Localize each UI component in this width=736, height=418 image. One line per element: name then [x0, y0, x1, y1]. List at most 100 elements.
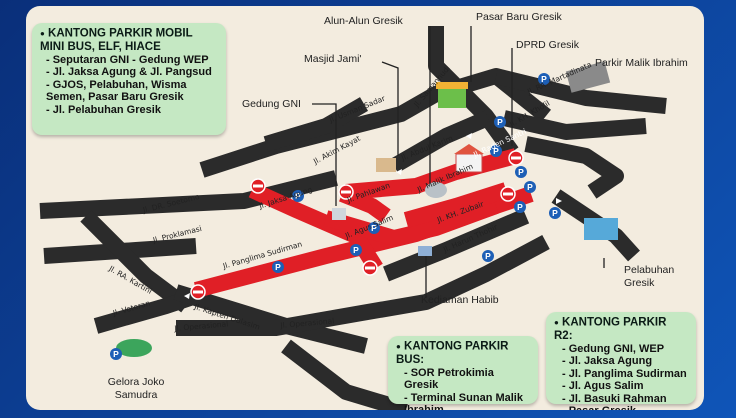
label-kediaman: Kediaman Habib [421, 294, 499, 306]
svg-text:P: P [552, 208, 558, 218]
landmark-buildings [116, 61, 618, 357]
road-kh-kholil [502, 110, 647, 140]
box-bus-title: ● KANTONG PARKIR BUS: [396, 340, 530, 367]
kediaman-building [418, 246, 432, 256]
label-pelabuhan: Pelabuhan Gresik [624, 264, 675, 289]
parking-icon: P [482, 250, 494, 262]
road-ra-kartini [80, 210, 191, 313]
road-agus-salim [323, 198, 499, 246]
label-masjid: Masjid Jami' [304, 53, 362, 65]
parking-icon: P [515, 166, 527, 178]
svg-text:P: P [541, 74, 547, 84]
box_r2-item: - Gedung GNI, WEP [562, 342, 665, 355]
arrow-icon [184, 293, 190, 299]
parking-icon: P [110, 348, 122, 360]
box_r2-item: - Jl. Agus Salim [562, 380, 644, 393]
direction-arrows [184, 133, 562, 299]
pasar-baru-building [438, 88, 466, 108]
box-r2-title-text: KANTONG PARKIR R2: [554, 316, 667, 342]
box-parkir-bus: ● KANTONG PARKIR BUS: - SOR Petrokimia G… [388, 336, 538, 410]
road-loop-right [524, 136, 624, 199]
no-entry-icon [500, 186, 516, 202]
parkir-malik-lot [565, 61, 611, 93]
box-r2-list: - Gedung GNI, WEP- Jl. Jaksa Agung- Jl. … [554, 343, 688, 410]
box-parkir-mobil: ● KANTONG PARKIR MOBIL MINI BUS, ELF, HI… [32, 23, 226, 135]
svg-text:P: P [485, 251, 491, 261]
parking-icon: P [549, 207, 561, 219]
masjid-building [376, 158, 396, 172]
svg-text:P: P [371, 223, 377, 233]
gelora-stadium [116, 339, 152, 357]
bullet-icon: ● [554, 318, 559, 327]
parking-icon: P [524, 181, 536, 193]
box_r2-item: - Pasar Gresik [562, 405, 688, 410]
no-entry-signs [190, 150, 524, 300]
box_r2-item: - Jl. Panglima Sudirman [562, 367, 687, 380]
road-usman-sadar [263, 97, 369, 152]
svg-text:P: P [353, 245, 359, 255]
road-harun-thohir [383, 208, 530, 282]
parking-icon: P [514, 201, 526, 213]
box-parkir-r2: ● KANTONG PARKIR R2: - Gedung GNI, WEP- … [546, 312, 696, 410]
road-operasional [176, 234, 550, 336]
closed-roads [193, 148, 534, 298]
box_r2-item: - Jl. Jaksa Agung [562, 355, 653, 368]
no-entry-icon [190, 284, 206, 300]
svg-text:P: P [518, 167, 524, 177]
arrow-icon [466, 133, 472, 139]
box_mobil-item: - Jl. Jaksa Agung & Jl. Pangsud [46, 66, 212, 79]
parking-icon: P [494, 116, 506, 128]
pasar-baru-roof [436, 82, 468, 89]
box-bus-list: - SOR Petrokimia Gresik- Terminal Sunan … [396, 367, 530, 410]
box_bus-item: - SOR Petrokimia Gresik [404, 366, 494, 392]
no-entry-icon [362, 260, 378, 276]
svg-text:P: P [493, 146, 499, 156]
no-entry-icon [338, 184, 354, 200]
box-mobil-list: - Seputaran GNI - Gedung WEP- Jl. Jaksa … [40, 54, 218, 117]
dprd-roof [454, 144, 484, 154]
svg-text:P: P [517, 202, 523, 212]
svg-text:P: P [275, 262, 281, 272]
road-network [39, 26, 667, 410]
label-parkir-malik: Parkir Malik Ibrahim [595, 57, 688, 69]
svg-text:P: P [497, 117, 503, 127]
box_bus-item: - Terminal Sunan Malik Ibrahim [404, 391, 523, 410]
box-r2-title: ● KANTONG PARKIR R2: [554, 316, 688, 343]
bullet-icon: ● [40, 29, 45, 38]
box-mobil-title: ● KANTONG PARKIR MOBIL MINI BUS, ELF, HI… [40, 27, 218, 54]
parking-icon: P [292, 190, 304, 202]
box-bus-title-text: KANTONG PARKIR BUS: [396, 340, 509, 366]
box_mobil-item: - Seputaran GNI - Gedung WEP [46, 53, 209, 66]
box_mobil-item: - Jl. Pelabuhan Gresik [46, 103, 161, 116]
parking-icon: P [272, 261, 284, 273]
parking-icon: P [538, 73, 550, 85]
label-dprd: DPRD Gresik [516, 39, 580, 51]
box_r2-item: - Jl. Basuki Rahman [562, 392, 667, 405]
road-south-diagonal [281, 339, 409, 410]
label-gelora: Gelora Joko Samudra [107, 376, 165, 401]
leader-gni [312, 103, 337, 206]
road-kh-zubair [403, 182, 509, 228]
parking-icon: P [368, 222, 380, 234]
pelabuhan-port [584, 218, 618, 240]
alun-alun-dome [425, 182, 447, 198]
label-alun-alun: Alun-Alun Gresik [324, 15, 403, 27]
no-entry-icon [508, 150, 524, 166]
leader-masjid [381, 61, 399, 156]
road-abdul-karim [390, 110, 492, 173]
arrow-icon [396, 169, 402, 175]
arrow-icon [556, 198, 562, 204]
parking-icon: P [490, 145, 502, 157]
label-leaders [312, 26, 605, 298]
road-ra-martadinata [494, 68, 667, 114]
label-gedung-gni: Gedung GNI [242, 98, 301, 110]
bullet-icon: ● [396, 342, 401, 351]
gni-building [332, 208, 346, 220]
parking-icon: P [350, 244, 362, 256]
label-pasar-baru: Pasar Baru Gresik [476, 11, 562, 23]
road-malik-ibrahim [345, 148, 519, 200]
road-dr-soetomo [39, 170, 338, 219]
